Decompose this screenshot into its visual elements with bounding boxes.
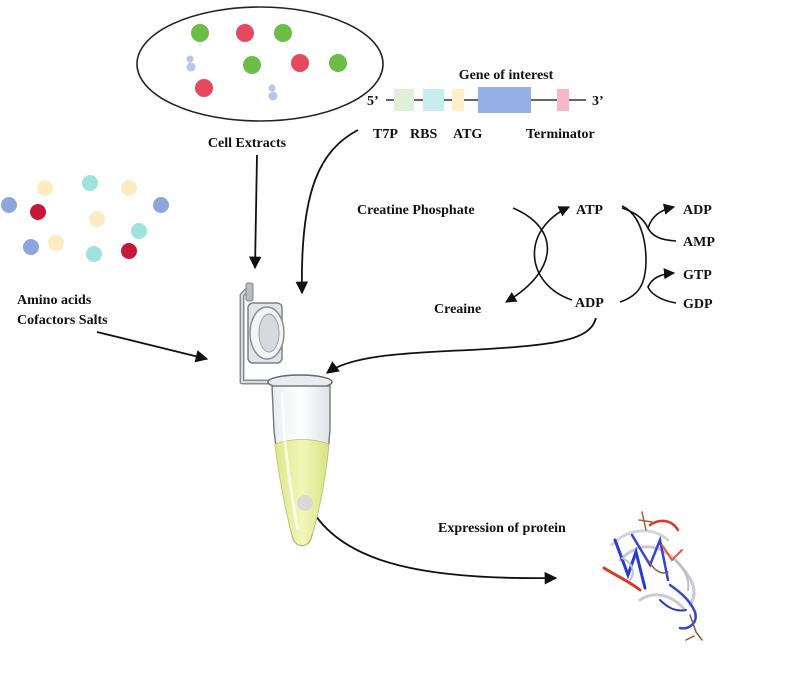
creaine-label: Creaine — [434, 302, 481, 317]
five-prime-label: 5’ — [367, 94, 379, 109]
rbs-label: RBS — [410, 127, 437, 142]
tube-to-protein-arrow — [311, 509, 558, 585]
terminator-box — [557, 89, 569, 111]
extract-dot — [291, 54, 309, 72]
extract-dot — [236, 24, 254, 42]
adp-right-label: ADP — [683, 203, 712, 218]
amino-dot — [82, 175, 98, 191]
cell-extracts-label: Cell Extracts — [208, 136, 287, 151]
tube-liquid — [274, 439, 330, 546]
terminator-label: Terminator — [526, 127, 595, 142]
t7p-label: T7P — [373, 127, 398, 142]
adp-branch-curve — [619, 205, 647, 303]
gene-construct — [386, 87, 586, 113]
atp-label: ATP — [576, 203, 603, 218]
t7p-box — [394, 89, 414, 111]
creatine-to-creaine-arrow — [505, 207, 549, 303]
amino-dot — [89, 211, 105, 227]
amino-dot — [23, 239, 39, 255]
amino-dot — [37, 180, 53, 196]
tube-cap — [247, 302, 285, 364]
tube-cap-tab — [245, 282, 254, 302]
amino-acids-label: Amino acids — [17, 293, 92, 308]
ribosome-icon — [268, 84, 278, 101]
amino-dot — [121, 243, 137, 259]
amino-acid-dots — [1, 175, 169, 262]
cofactors-salts-label: Cofactors Salts — [17, 313, 108, 328]
amino-dot — [30, 204, 46, 220]
extract-to-tube-arrow — [248, 154, 262, 270]
extract-dot — [195, 79, 213, 97]
protein-structure-icon — [602, 511, 703, 641]
expression-of-protein-label: Expression of protein — [438, 521, 566, 536]
amino-dot — [153, 197, 169, 213]
gene-box — [478, 87, 531, 113]
microcentrifuge-tube — [239, 282, 333, 547]
amino-dot — [48, 235, 64, 251]
amino-dot — [131, 223, 147, 239]
creatine-phosphate-label: Creatine Phosphate — [357, 203, 475, 218]
adp-to-tube-arrow — [325, 317, 597, 374]
tube-pellet — [297, 495, 313, 511]
extract-dot — [329, 54, 347, 72]
extract-dot — [191, 24, 209, 42]
gtp-label: GTP — [683, 268, 712, 283]
flow-arrows — [96, 129, 597, 585]
gene-of-interest-label: Gene of interest — [459, 68, 554, 83]
extract-dot — [274, 24, 292, 42]
gdp-label: GDP — [683, 297, 713, 312]
amino-dot — [86, 246, 102, 262]
ribosome-icon — [186, 55, 196, 72]
energy-arrows — [505, 203, 677, 304]
adp-to-atp-arrow — [533, 206, 573, 301]
gdp-to-gtp-arrow — [647, 268, 677, 304]
adp-center-label: ADP — [575, 296, 604, 311]
amp-curve — [647, 227, 677, 242]
rbs-box — [423, 89, 444, 111]
cell-extract-ellipse — [136, 6, 384, 122]
extract-dot — [243, 56, 261, 74]
amp-label: AMP — [683, 235, 715, 250]
three-prime-label: 3’ — [592, 94, 604, 109]
amino-dot — [1, 197, 17, 213]
atg-label: ATG — [453, 127, 482, 142]
atg-box — [452, 89, 464, 111]
amino-dot — [121, 180, 137, 196]
gene-to-tube-arrow — [295, 129, 359, 295]
amino-to-tube-arrow — [96, 331, 209, 363]
